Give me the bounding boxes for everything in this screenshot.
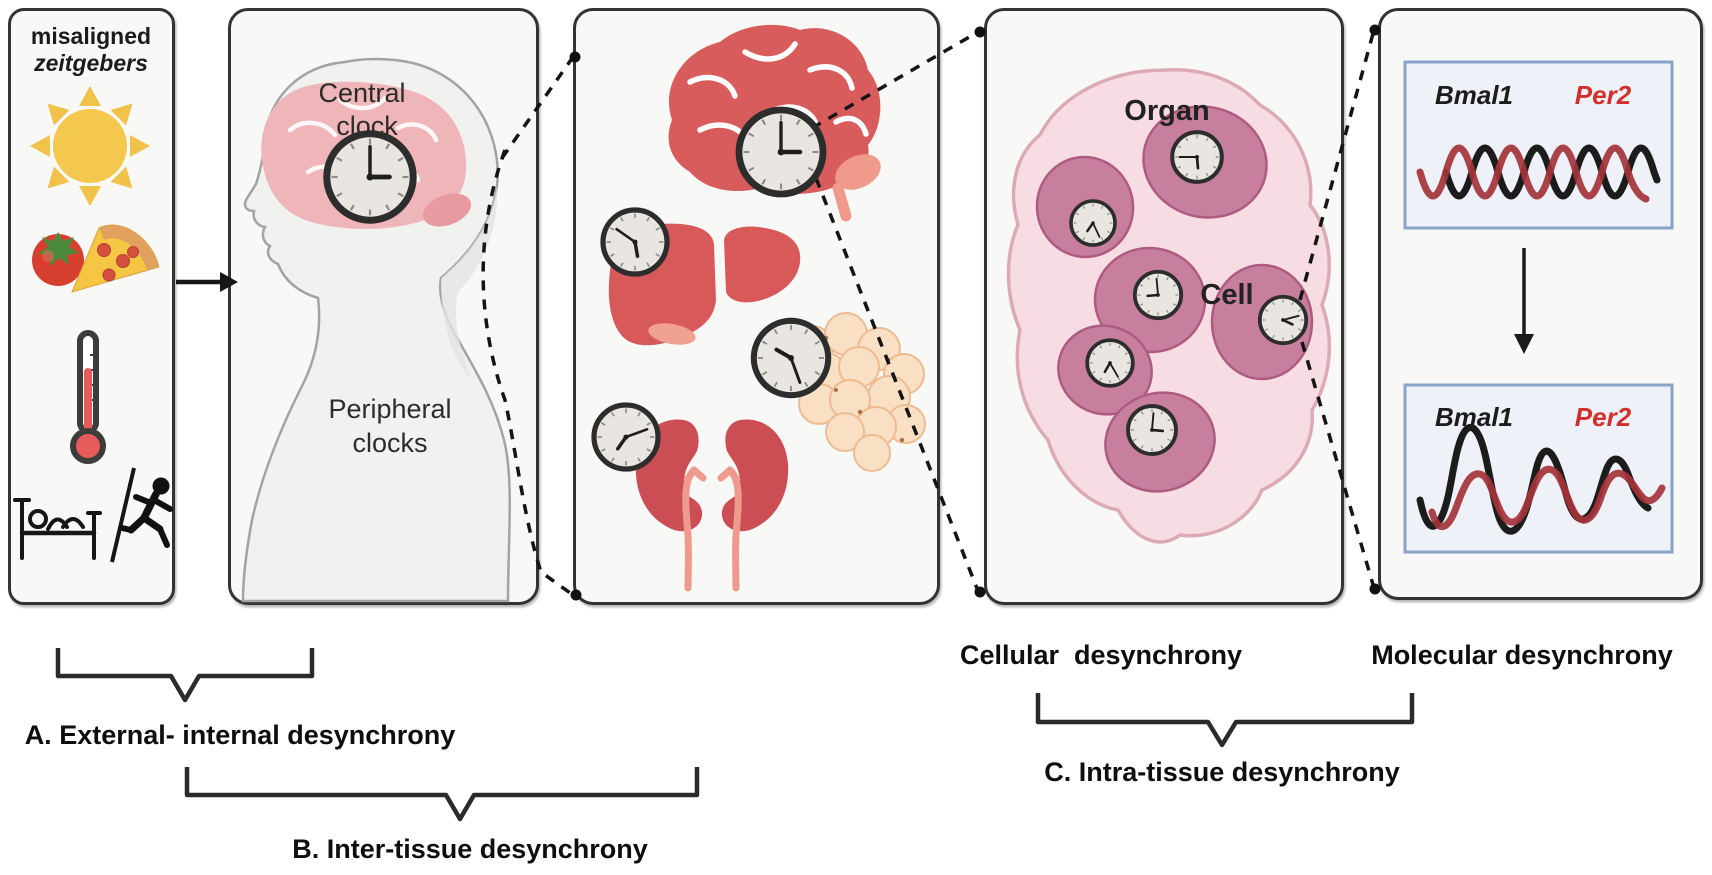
per2-wave-sync xyxy=(1416,144,1650,203)
thermometer-icon xyxy=(70,330,106,464)
caption-external-internal: A. External- internal desynchrony xyxy=(24,720,456,750)
cone-dot xyxy=(1369,583,1381,595)
cone-dot xyxy=(569,51,581,63)
central-clock-label-line2: clock xyxy=(336,111,398,141)
cell-clock-1 xyxy=(1172,132,1222,182)
cell-clock-6 xyxy=(1126,404,1178,456)
sun-icon xyxy=(30,86,150,206)
zoom-cone-cell-to-molecule xyxy=(1298,29,1376,589)
peripheral-clocks-label-line1: Peripheral xyxy=(328,394,452,424)
zeitgebers-title-line2: zeitgebers xyxy=(34,50,148,76)
caption-molecular: Molecular desynchrony xyxy=(1371,640,1673,670)
arrow-right-icon xyxy=(176,272,238,292)
per2-label-sync: Per2 xyxy=(1574,80,1632,110)
tomato-icon xyxy=(32,232,84,286)
runner-icon xyxy=(119,477,173,548)
organ-label: Organ xyxy=(1124,95,1210,127)
desynchronized-waves-box xyxy=(1403,383,1674,554)
brace-a xyxy=(55,648,315,703)
cone-dot xyxy=(570,589,582,601)
per2-label-desync: Per2 xyxy=(1574,402,1632,432)
brain-clock xyxy=(739,110,823,194)
central-clock xyxy=(327,134,413,220)
cell-clock-4 xyxy=(1257,294,1309,346)
bmal1-label-desync: Bmal1 xyxy=(1434,402,1514,432)
caption-cellular: Cellular desynchrony xyxy=(959,640,1243,670)
zoom-cone-organ-to-tissue xyxy=(811,30,980,592)
cell-label: Cell xyxy=(1200,279,1254,311)
cell-clock-2 xyxy=(1069,199,1117,247)
per2-wave-desync xyxy=(1428,465,1666,530)
cone-dot xyxy=(974,586,986,598)
bmal1-label-sync: Bmal1 xyxy=(1434,80,1514,110)
kidney-clock xyxy=(594,405,658,469)
slash-divider xyxy=(110,467,136,563)
brace-b xyxy=(184,767,700,822)
caption-intra-tissue: C. Intra-tissue desynchrony xyxy=(1044,757,1400,787)
clock-layer xyxy=(327,110,1309,469)
central-clock-label-line1: Central xyxy=(318,78,406,108)
adipose-clock xyxy=(754,321,828,395)
peripheral-clocks-label-line2: clocks xyxy=(352,428,428,458)
zoom-cone-body-to-organs xyxy=(481,55,575,597)
cone-dot xyxy=(1369,24,1381,36)
arrow-down-icon xyxy=(1514,248,1534,354)
sleep-bed-icon xyxy=(13,498,102,560)
liver-clock xyxy=(603,210,667,274)
cone-dot xyxy=(974,26,986,38)
caption-inter-tissue: B. Inter-tissue desynchrony xyxy=(292,834,648,864)
panel-zeitgebers xyxy=(8,8,175,605)
cell-clock-5 xyxy=(1085,338,1135,388)
zeitgebers-title-line1: misaligned xyxy=(30,23,152,49)
cell-clock-3 xyxy=(1132,269,1184,321)
synchronized-waves-box xyxy=(1403,60,1674,230)
pizza-icon xyxy=(71,224,160,293)
brace-c xyxy=(1035,693,1415,748)
